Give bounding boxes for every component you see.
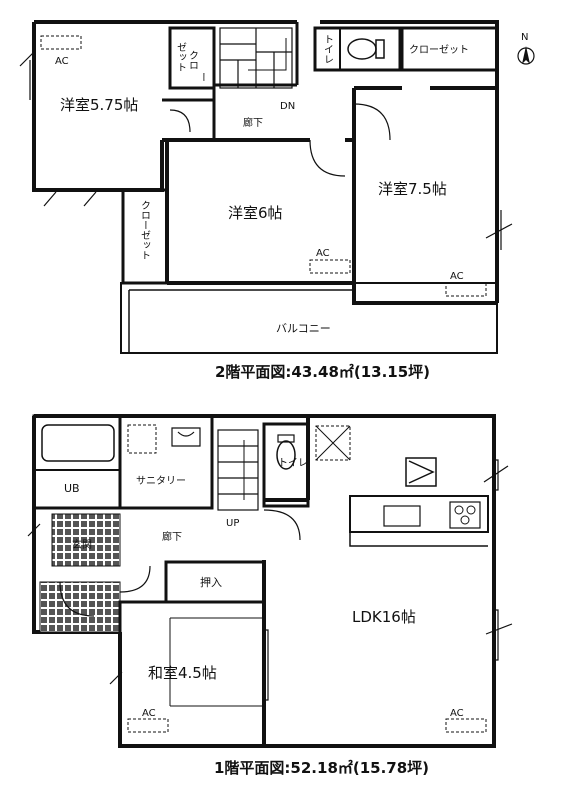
stair-2f-direction: DN <box>280 101 295 112</box>
stair-1f-direction: UP <box>226 518 239 529</box>
floor-2-caption: 2階平面図:43.48㎡(13.15坪) <box>215 363 430 381</box>
kitchen-counter <box>349 495 489 533</box>
closet-vertical-label: クローゼット <box>139 200 151 260</box>
ub-label: UB <box>64 482 80 495</box>
toilet-1f-outline <box>262 422 310 508</box>
closet-wide-outline <box>400 26 499 72</box>
floor-1-plan <box>27 414 513 748</box>
toilet-2f-outline <box>313 26 402 72</box>
japanese-room-label: 和室4.5帖 <box>148 664 217 682</box>
floor-1-caption: 1階平面図:52.18㎡(15.78坪) <box>214 759 429 777</box>
sanitary-outline <box>118 414 214 510</box>
toilet-2f-label: トイレ <box>322 34 334 64</box>
ac-1f-1: AC <box>142 708 156 719</box>
ldk-label: LDK16帖 <box>352 608 416 626</box>
room-western-75-label: 洋室7.5帖 <box>378 180 447 198</box>
stairs-2f <box>219 27 293 89</box>
floor-2-outer-wall <box>32 20 499 305</box>
ac-2f-1: AC <box>55 56 69 67</box>
balcony-outline <box>120 282 498 354</box>
room-western-6-label: 洋室6帖 <box>228 204 283 222</box>
stairs-1f <box>217 429 259 511</box>
closet-vertical-outline <box>121 188 169 285</box>
compass-label: N <box>521 32 528 43</box>
closet-small-label-2: ゼット <box>175 42 187 72</box>
floor-2-plan <box>19 20 513 354</box>
ac-2f-3: AC <box>450 271 464 282</box>
corridor-2f-label: 廊下 <box>243 116 263 129</box>
ac-1f-2: AC <box>450 708 464 719</box>
ac-2f-2: AC <box>316 248 330 259</box>
corridor-1f-label: 廊下 <box>162 530 182 543</box>
toilet-1f-label: トイレ <box>278 458 308 469</box>
storage-label: 押入 <box>200 575 222 589</box>
closet-small-label-3: ー <box>197 72 208 82</box>
closet-small-label-1: クロ <box>187 50 198 70</box>
room-western-575-label: 洋室5.75帖 <box>60 96 138 114</box>
closet-wide-label: クローゼット <box>409 44 469 56</box>
closet-small-outline <box>168 26 216 90</box>
sanitary-label: サニタリー <box>136 475 186 487</box>
entrance-tiles <box>51 513 121 567</box>
entrance-label: 玄関 <box>72 538 92 551</box>
compass-icon: N <box>517 32 535 65</box>
balcony-label: バルコニー <box>276 322 331 335</box>
